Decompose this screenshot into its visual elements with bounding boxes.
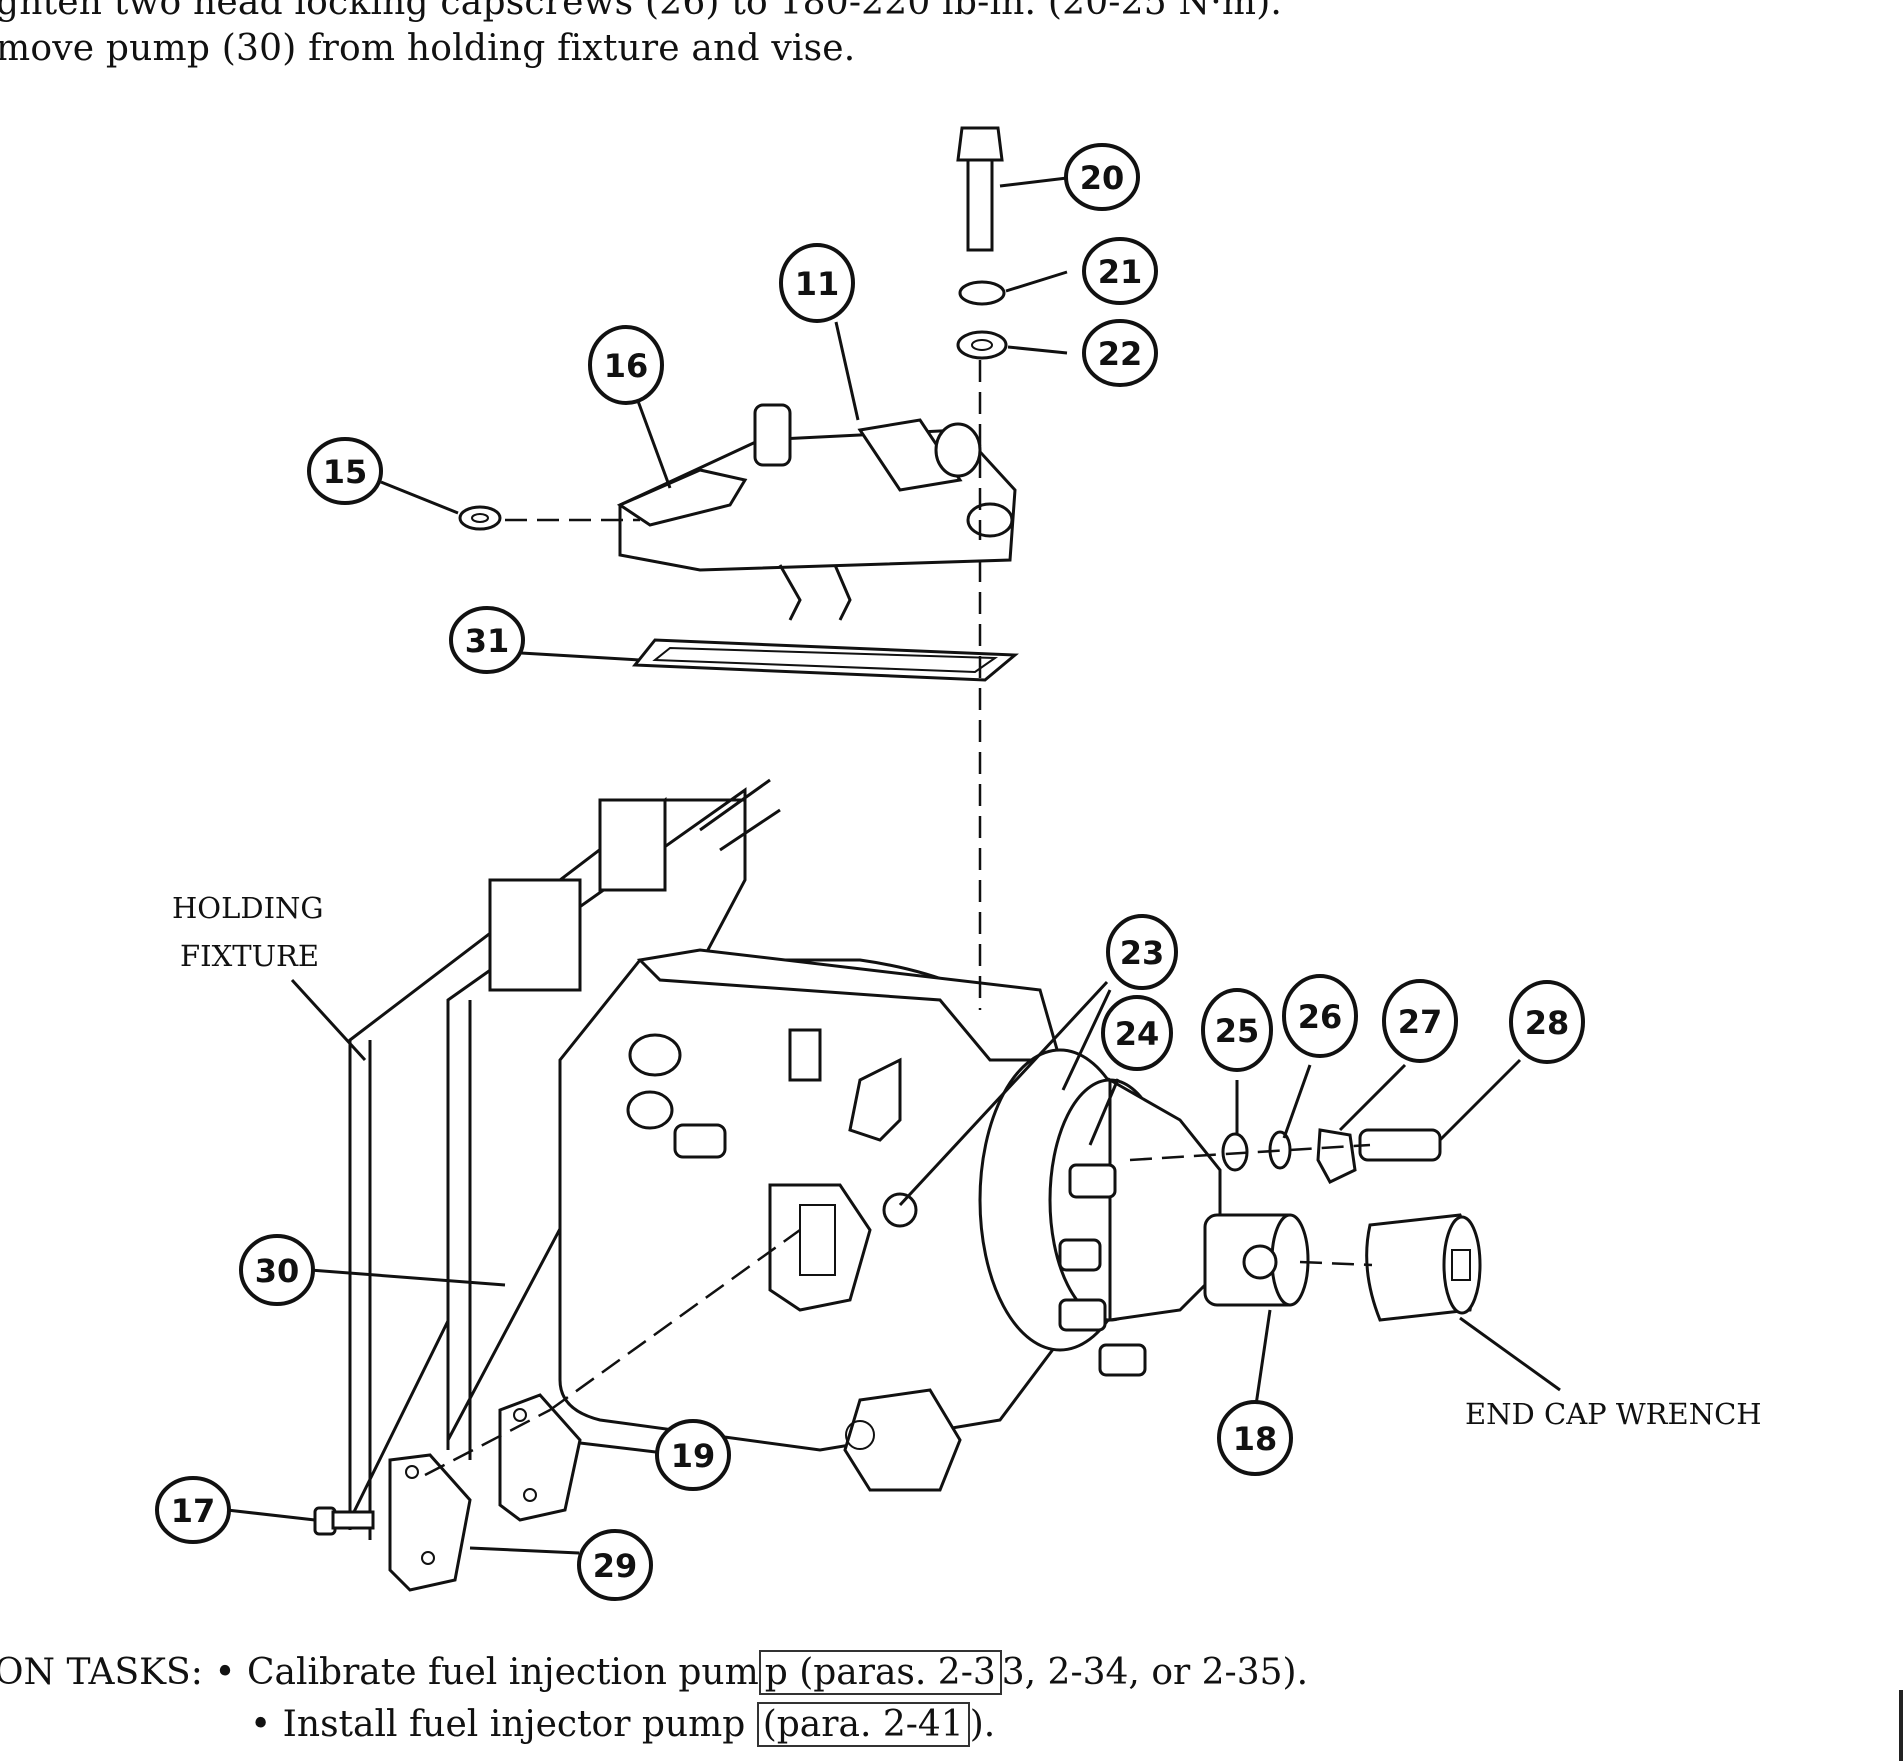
fuel-injection-pump-drawing [558,948,1310,1492]
task-calibrate-text: • Calibrate fuel injection pum [214,1652,759,1693]
callout-23: 26 [1282,974,1358,1058]
followon-tasks-line-1: ON TASKS: • Calibrate fuel injection pum… [0,1650,1309,1695]
svg-text:30: 30 [255,1252,300,1290]
callout-19: 22 [1082,319,1158,387]
svg-text:20: 20 [1080,159,1125,197]
instruction-line-remove-pump: move pump (30) from holding fixture and … [0,28,856,69]
followon-tasks-line-2: • Install fuel injector pump (para. 2-41… [250,1702,996,1747]
callout-27: 19 [655,1419,731,1491]
svg-text:23: 23 [1120,934,1165,972]
svg-text:19: 19 [671,1437,716,1475]
svg-text:26: 26 [1298,998,1343,1036]
label-fixture: FIXTURE [180,939,319,973]
label-end-cap-wrench: END CAP WRENCH [1465,1397,1762,1431]
task-calibrate-tail: 3, 2-34, or 2-35). [1001,1652,1309,1693]
svg-text:18: 18 [1233,1420,1278,1458]
svg-text:27: 27 [1398,1003,1443,1041]
svg-text:31: 31 [465,622,510,660]
task-install-text: • Install fuel injector pump [250,1704,757,1745]
svg-text:24: 24 [1115,1015,1160,1053]
svg-text:22: 22 [1098,335,1143,373]
svg-text:11: 11 [795,265,840,303]
cover-gasket-drawing [631,638,1019,682]
svg-text:25: 25 [1215,1012,1260,1050]
callout-29: 17 [155,1476,231,1544]
callout-26: 18 [1217,1400,1293,1476]
callout-18: 21 [1082,237,1158,305]
svg-text:15: 15 [323,453,368,491]
governor-cover-drawing [616,403,1017,621]
callout-31: 31 [449,606,525,674]
svg-text:21: 21 [1098,253,1143,291]
link-para-2-41[interactable]: (para. 2-41 [756,1702,970,1747]
instruction-line-torque: ghten two head locking capscrews (26) to… [0,0,1283,23]
page-edge-bar [1899,1690,1903,1761]
callout-20: 23 [1106,914,1178,990]
alignment-lines [424,360,1373,1477]
callout-22: 25 [1201,988,1273,1072]
callout-25: 28 [1509,980,1585,1064]
leader-lines [226,176,1561,1555]
svg-text:17: 17 [171,1492,216,1530]
followon-prefix: ON TASKS: [0,1652,203,1693]
svg-text:16: 16 [604,347,649,385]
callout-30: 30 [239,1234,315,1306]
callout-15: 15 [307,437,383,505]
svg-text:29: 29 [593,1547,638,1585]
holding-fixture-drawing [348,778,781,1540]
callout-16: 16 [588,325,664,405]
callout-11: 11 [779,243,855,323]
task-install-tail: ). [969,1704,996,1745]
callout-28: 29 [577,1529,653,1601]
small-parts-drawing [313,126,1482,1592]
label-holding: HOLDING [172,891,324,925]
svg-text:28: 28 [1525,1004,1570,1042]
callout-24: 27 [1382,979,1458,1063]
exploded-view-diagram: HOLDING FIXTURE END CAP WRENCH 20 21 22 … [155,126,1762,1601]
callout-21: 24 [1101,995,1173,1071]
callout-17: 20 [1064,143,1140,211]
link-paras-2-33[interactable]: p (paras. 2-3 [758,1650,1002,1695]
